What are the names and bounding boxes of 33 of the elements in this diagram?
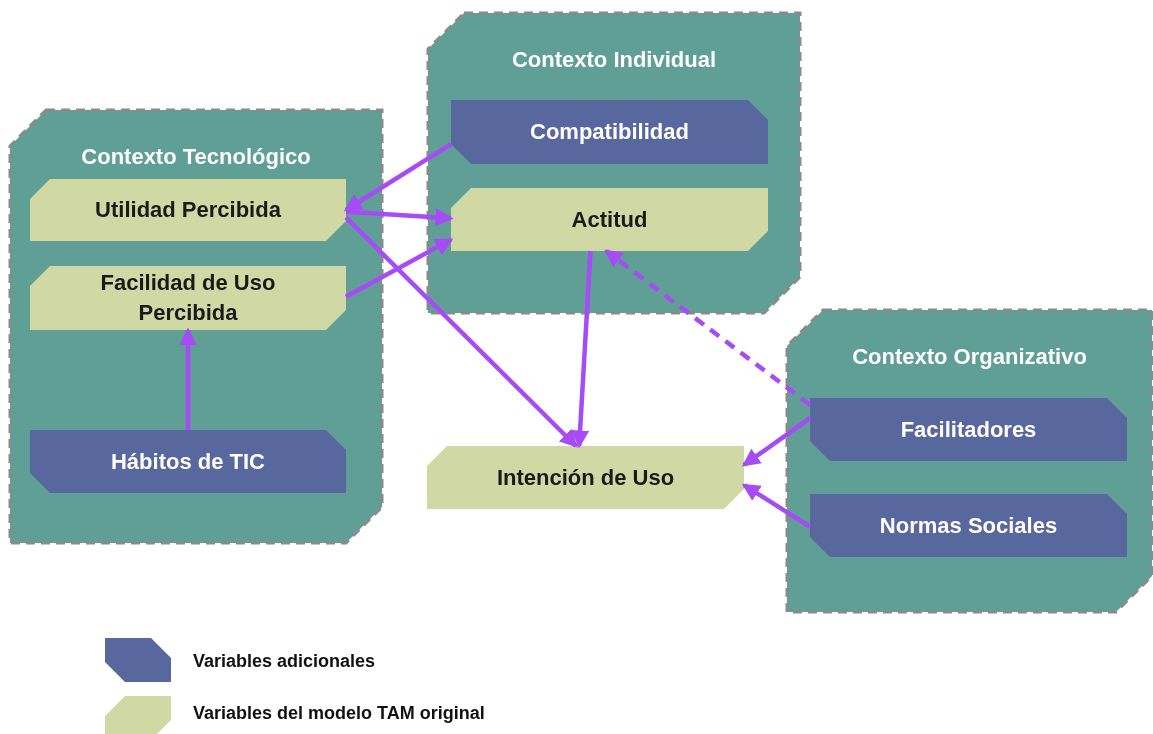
variable-label: Hábitos de TIC	[111, 447, 265, 476]
variable-box	[30, 266, 346, 330]
variable-box	[427, 446, 744, 509]
context-title: Contexto Tecnológico	[81, 144, 311, 169]
variable-label: Normas Sociales	[879, 511, 1058, 540]
arrow	[741, 483, 812, 529]
context-panel	[428, 13, 800, 313]
variable-label: Actitud	[571, 205, 648, 234]
dashed-arrow	[604, 249, 812, 407]
variable-box	[30, 179, 346, 241]
variable-box	[810, 398, 1127, 461]
arrow	[344, 215, 578, 448]
arrow	[571, 250, 593, 449]
variable-label: Utilidad Percibida	[95, 196, 281, 225]
legend-label: Variables del modelo TAM original	[193, 703, 485, 724]
variable-box	[451, 100, 768, 164]
variable-label: Intención de Uso	[496, 463, 675, 492]
context-title: Contexto Individual	[511, 47, 717, 72]
arrow	[345, 208, 454, 227]
variable-box	[451, 188, 768, 251]
arrow	[741, 416, 812, 467]
variable-label: Compatibilidad	[530, 118, 689, 147]
context-panel	[10, 110, 382, 543]
context-title: Contexto Organizativo	[852, 344, 1087, 369]
variable-box	[30, 430, 346, 493]
variable-label: Facilitadores	[900, 415, 1037, 444]
legend-label: Variables adicionales	[193, 651, 376, 672]
arrow	[344, 237, 454, 299]
arrow	[343, 142, 453, 212]
arrow	[179, 327, 197, 430]
variable-label: Facilidad de Uso Percibida	[99, 269, 277, 327]
variable-box	[810, 494, 1127, 557]
context-panel	[787, 310, 1152, 612]
